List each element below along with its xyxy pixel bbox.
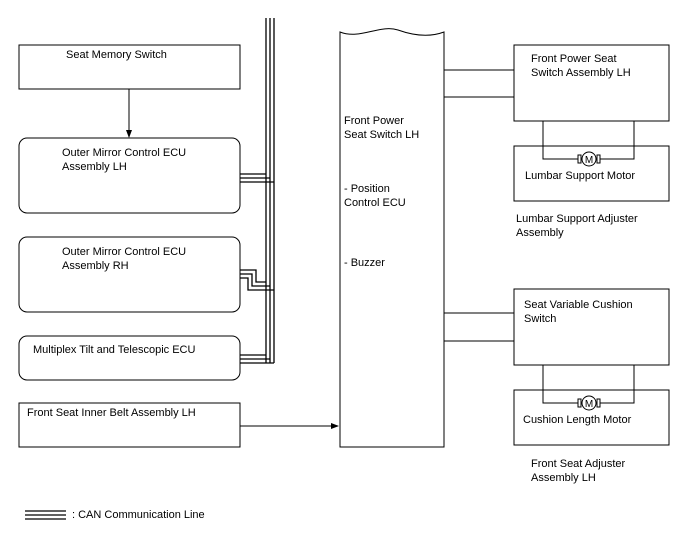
switch-connection-lines (444, 69, 514, 342)
lumbar-motor-icon: M (577, 151, 601, 167)
cushion-switch-label: Seat Variable Cushion Switch (524, 299, 633, 325)
multiplex-tilt-label: Multiplex Tilt and Telescopic ECU (33, 344, 196, 356)
seat-memory-switch-box (18, 44, 241, 90)
can-bus (240, 18, 275, 364)
can-legend-label: : CAN Communication Line (72, 509, 205, 521)
front-seat-adjuster-label: Front Seat Adjuster Assembly LH (531, 458, 626, 484)
outer-mirror-rh-label: Outer Mirror Control ECU Assembly RH (62, 246, 187, 272)
lumbar-adjuster-label: Lumbar Support Adjuster Assembly (516, 213, 638, 239)
cushion-motor-label: Cushion Length Motor (523, 414, 632, 426)
multiplex-tilt-box (18, 335, 241, 381)
front-power-seat-switch-label: Front Power Seat Switch LH (344, 115, 420, 141)
cushion-motor-icon: M (577, 395, 601, 411)
lumbar-motor-label: Lumbar Support Motor (525, 170, 636, 182)
switch-assembly-box (513, 44, 670, 122)
seat-memory-switch-label: Seat Memory Switch (66, 49, 167, 61)
lumbar-motor-wiring (542, 121, 635, 160)
front-seat-belt-box (18, 402, 241, 448)
cushion-switch-box (513, 288, 670, 366)
front-seat-belt-label: Front Seat Inner Belt Assembly LH (27, 407, 196, 419)
position-control-label: - Position Control ECU (344, 183, 406, 209)
outer-mirror-lh-box (18, 137, 241, 214)
buzzer-label: - Buzzer (344, 257, 385, 269)
svg-text:M: M (585, 399, 593, 410)
front-power-seat-switch-box (339, 28, 445, 448)
outer-mirror-lh-label: Outer Mirror Control ECU Assembly LH (62, 147, 187, 173)
cushion-motor-wiring (542, 365, 635, 404)
switch-assembly-label: Front Power Seat Switch Assembly LH (531, 53, 631, 79)
can-legend-symbol (25, 510, 66, 520)
svg-text:M: M (585, 155, 593, 166)
